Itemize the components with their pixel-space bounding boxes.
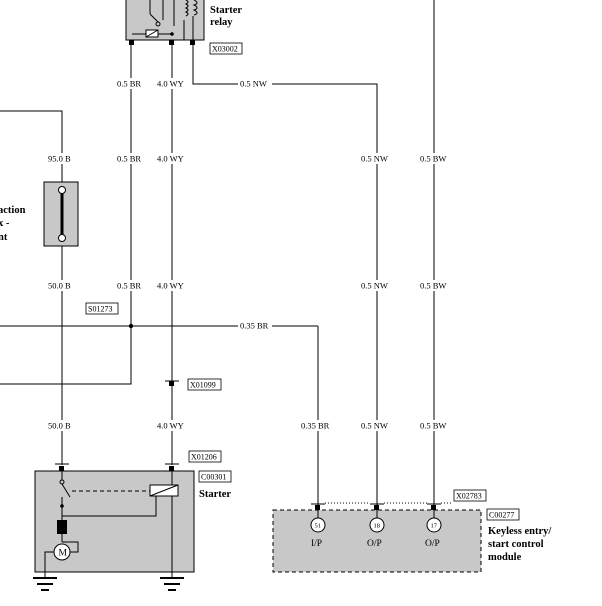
wire-label: 4.0 WY <box>157 421 184 431</box>
wire-label: 50.0 B <box>48 281 71 291</box>
wire-label: 0.5 BR <box>117 79 141 89</box>
wire-label: 4.0 WY <box>157 79 184 89</box>
inline-connector: X01099 <box>165 378 222 391</box>
module-ref-id: C00277 <box>489 511 514 520</box>
wire-labels: 0.5 BR 4.0 WY 0.5 NW 95.0 B 0.5 BR 4.0 W… <box>46 78 450 431</box>
relay-pin <box>129 40 134 45</box>
wire-label: 0.5 NW <box>361 154 388 164</box>
wire-label: 0.5 NW <box>240 79 267 89</box>
module-pin <box>310 517 326 533</box>
starter-relay-body <box>125 0 205 41</box>
wire-label: 0.5 NW <box>361 281 388 291</box>
module-name-line1: Keyless entry/ <box>488 526 552 537</box>
ground-icon <box>160 572 184 591</box>
ground-icon <box>33 572 57 591</box>
wire-label: 0.5 BW <box>420 154 446 164</box>
module-pin <box>426 517 442 533</box>
starter-relay: Starter relay X03002 <box>125 0 243 55</box>
module-pin <box>369 517 385 533</box>
wire-label: 4.0 WY <box>157 154 184 164</box>
inline-connector-id: X01099 <box>190 381 216 390</box>
starter-relay-name-line1: Starter <box>210 5 242 16</box>
wire-label: 0.5 BR <box>117 281 141 291</box>
relay-pin <box>169 40 174 45</box>
fuse-box-name-line1: action <box>0 205 26 216</box>
relay-pin <box>190 40 195 45</box>
wire-label: 50.0 B <box>48 421 71 431</box>
keyless-module: X02783 51 I/P 18 O/P 17 O/P C00277 Keyle… <box>272 489 552 573</box>
module-pin-number: 18 <box>374 523 381 530</box>
starter-relay-name-line2: relay <box>210 17 233 28</box>
starter-name: Starter <box>199 489 231 500</box>
splice-tag: S01273 <box>85 302 119 315</box>
splice-dot <box>128 323 134 329</box>
wire-label: 0.35 BR <box>301 421 330 431</box>
module-pin-label: O/P <box>367 539 382 549</box>
module-pin-label: I/P <box>311 539 322 549</box>
nw-wire <box>192 45 378 505</box>
module-pin-number: 51 <box>315 523 322 530</box>
module-connector-id: X02783 <box>456 492 482 501</box>
module-name-line2: start control <box>488 539 544 550</box>
module-pin-label: O/P <box>425 539 440 549</box>
b-wire-top <box>0 110 63 182</box>
relay-connector-tag <box>209 42 243 55</box>
starter: X01206 M C00301 Starter <box>33 450 231 591</box>
wire-label: 0.5 BW <box>420 281 446 291</box>
starter-ref-id: C00301 <box>201 473 226 482</box>
fuse-box-name-line2: x - <box>0 218 10 229</box>
wire-label: 4.0 WY <box>157 281 184 291</box>
br-loop-wire <box>0 326 132 385</box>
wire-label: 0.5 NW <box>361 421 388 431</box>
motor-icon: M <box>59 549 68 559</box>
module-pin-number: 17 <box>431 523 438 530</box>
fuse-box-name-line3: nt <box>0 232 8 243</box>
wire-label: 95.0 B <box>48 154 71 164</box>
wire-label: 0.5 BW <box>420 421 446 431</box>
module-name-line3: module <box>488 552 522 563</box>
wire-label: 0.5 BR <box>117 154 141 164</box>
wire-label: 0.35 BR <box>240 321 269 331</box>
fuse: action x - nt <box>0 181 79 247</box>
relay-connector-id: X03002 <box>212 45 238 54</box>
starter-connector-id: X01206 <box>191 453 217 462</box>
splice-id: S01273 <box>88 305 112 314</box>
